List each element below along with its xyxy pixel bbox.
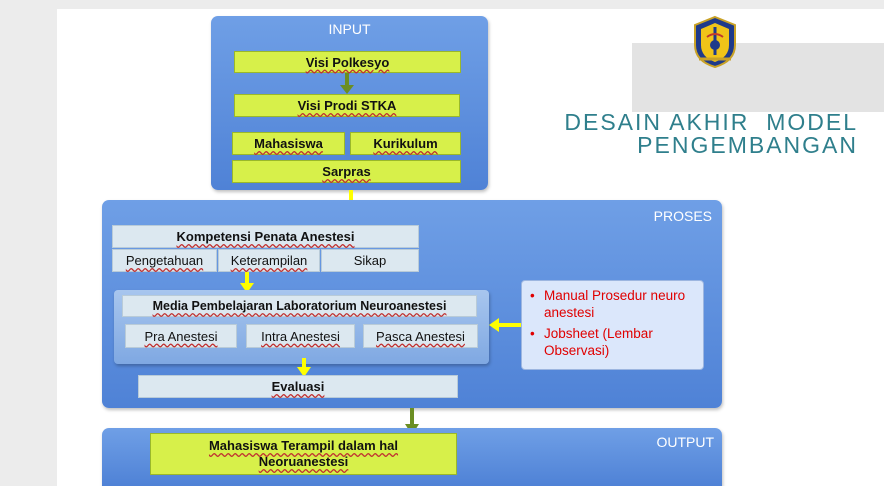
sikap-box: Sikap [321, 249, 419, 272]
output-panel-label: OUTPUT [656, 434, 714, 450]
arrow-polkesyo-to-prodi [340, 73, 354, 94]
visi-prodi-box: Visi Prodi STKA [234, 94, 460, 117]
media-pembelajaran-box: Media Pembelajaran Laboratorium Neuroane… [122, 295, 477, 317]
proses-panel-label: PROSES [653, 208, 712, 224]
image-placeholder [632, 43, 884, 112]
evaluasi-box: Evaluasi [138, 375, 458, 398]
kompetensi-box: Kompetensi Penata Anestesi [112, 225, 419, 248]
output-result-line1: Mahasiswa Terampil dalam hal [208, 438, 399, 453]
slide-title: DESAIN AKHIR MODEL PENGEMBANGAN [520, 111, 858, 157]
slide-title-line1: DESAIN AKHIR MODEL [564, 109, 858, 135]
kurikulum-box: Kurikulum [350, 132, 461, 155]
notes-box: Manual Prosedur neuro anestesi Jobsheet … [521, 280, 704, 370]
intra-anestesi-box: Intra Anestesi [246, 324, 355, 348]
pengetahuan-box: Pengetahuan [112, 249, 217, 272]
institution-logo [691, 15, 739, 69]
note-item-manual: Manual Prosedur neuro anestesi [530, 287, 695, 321]
mahasiswa-box: Mahasiswa [232, 132, 345, 155]
arrow-media-to-evaluasi [297, 358, 311, 377]
note-item-jobsheet: Jobsheet (Lembar Observasi) [530, 325, 695, 359]
input-panel-label: INPUT [328, 21, 371, 37]
arrow-kompetensi-to-media [240, 272, 254, 293]
keterampilan-box: Keterampilan [218, 249, 320, 272]
output-result-box: Mahasiswa Terampil dalam hal Neoruaneste… [150, 433, 457, 475]
note-manual-text: Manual Prosedur neuro anestesi [544, 288, 686, 320]
sarpras-box: Sarpras [232, 160, 461, 183]
visi-polkesyo-box: Visi Polkesyo [234, 51, 461, 73]
note-jobsheet-text: Jobsheet (Lembar Observasi) [544, 326, 653, 358]
arrow-notes-to-media [489, 318, 521, 332]
pasca-anestesi-box: Pasca Anestesi [363, 324, 478, 348]
slide-title-line2: PENGEMBANGAN [637, 132, 858, 158]
pra-anestesi-box: Pra Anestesi [125, 324, 237, 348]
output-result-line2: Neoruanestesi [258, 454, 349, 469]
